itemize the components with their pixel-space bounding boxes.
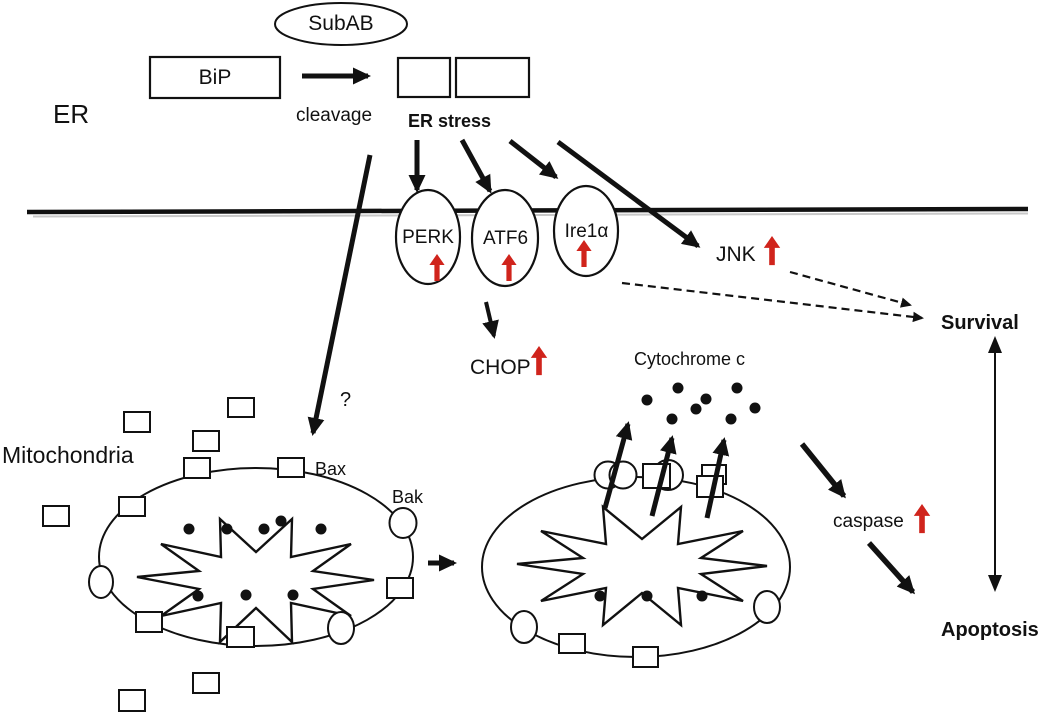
matrix-starburst-left xyxy=(136,516,375,645)
arrow-atf6-chop xyxy=(482,301,499,339)
chop-upregulation-arrow-icon xyxy=(530,346,548,376)
subab-ellipse xyxy=(274,2,408,46)
membrane-protein-square xyxy=(135,611,163,633)
ire1a-receptor xyxy=(552,184,620,278)
membrane-protein-oval xyxy=(753,590,781,624)
arrow-to-caspase xyxy=(799,442,847,499)
dashed-arrow-jnk-survival xyxy=(789,270,912,308)
cytochrome-c-dots-released xyxy=(641,382,761,425)
bip-box xyxy=(148,55,282,100)
arrow-erstress-ire1a xyxy=(508,139,559,179)
matrix-starburst-right xyxy=(516,504,768,628)
membrane-protein-oval xyxy=(510,610,538,644)
jnk-label: JNK xyxy=(716,243,756,266)
arrowhead-up-icon xyxy=(988,336,1002,353)
mitochondrion-left xyxy=(98,467,414,647)
cytochrome-c-label: Cytochrome c xyxy=(634,349,746,369)
ire1a-label: Ire1α xyxy=(564,220,609,242)
bak-oval xyxy=(388,507,418,539)
membrane-protein-square xyxy=(558,633,586,654)
arrow-caspase-apoptosis xyxy=(866,541,916,595)
membrane-protein-square xyxy=(226,626,255,648)
cytosolic-square xyxy=(192,430,220,452)
cleaved-bip-box-small xyxy=(396,56,452,99)
cytosolic-square xyxy=(123,411,151,433)
cytosolic-square xyxy=(192,672,220,694)
membrane-protein-square xyxy=(183,457,211,479)
membrane-protein-square xyxy=(386,577,414,599)
chop-label: CHOP xyxy=(470,356,531,379)
arrow-erstress-jnk xyxy=(556,139,701,249)
cytochrome-c-dots-inner-left xyxy=(183,515,327,602)
arrow-cytc-release xyxy=(704,437,730,519)
caspase-upregulation-arrow-icon xyxy=(913,504,931,534)
arrow-cytc-release xyxy=(649,435,677,517)
membrane-protein-oval xyxy=(88,565,114,599)
cleaved-bip-box-large xyxy=(454,56,531,99)
cytosolic-square xyxy=(227,397,255,418)
arrow-erstress-atf6 xyxy=(459,138,493,194)
arrowhead-down-icon xyxy=(988,575,1002,592)
cytosolic-square xyxy=(118,689,146,712)
question-mark-label: ? xyxy=(340,389,352,411)
er-label: ER xyxy=(53,99,90,129)
cytosolic-square xyxy=(42,505,70,527)
atf6-upregulation-arrow-icon xyxy=(501,254,517,281)
atf6-receptor xyxy=(470,188,540,288)
bip-label: BiP xyxy=(198,65,232,89)
perk-upregulation-arrow-icon xyxy=(429,254,445,281)
cytochrome-c-dots-inner-right xyxy=(594,590,708,602)
membrane-protein-square xyxy=(632,646,659,668)
survival-label: Survival xyxy=(941,312,1019,334)
perk-label: PERK xyxy=(402,226,454,248)
membrane-protein-square xyxy=(118,496,146,517)
cleavage-label: cleavage xyxy=(296,105,373,126)
caspase-label: caspase xyxy=(833,511,904,532)
atf6-label: ATF6 xyxy=(482,227,529,249)
membrane-protein-oval xyxy=(327,611,355,645)
subab-label: SubAB xyxy=(308,12,374,36)
apoptosis-label: Apoptosis xyxy=(941,619,1039,641)
bak-label: Bak xyxy=(392,487,424,507)
er-stress-label: ER stress xyxy=(408,111,492,131)
ire1a-upregulation-arrow-icon xyxy=(576,240,592,267)
bax-square xyxy=(277,457,305,478)
bax-label: Bax xyxy=(315,459,347,479)
dashed-arrow-upr-survival xyxy=(621,281,924,323)
perk-receptor xyxy=(394,188,462,286)
jnk-upregulation-arrow-icon xyxy=(763,236,781,266)
upregulation-arrows xyxy=(429,236,931,534)
arrow-erstress-mitochondria xyxy=(307,154,373,436)
arrow-cytc-release xyxy=(602,421,633,509)
mitochondria-label: Mitochondria xyxy=(2,442,134,468)
